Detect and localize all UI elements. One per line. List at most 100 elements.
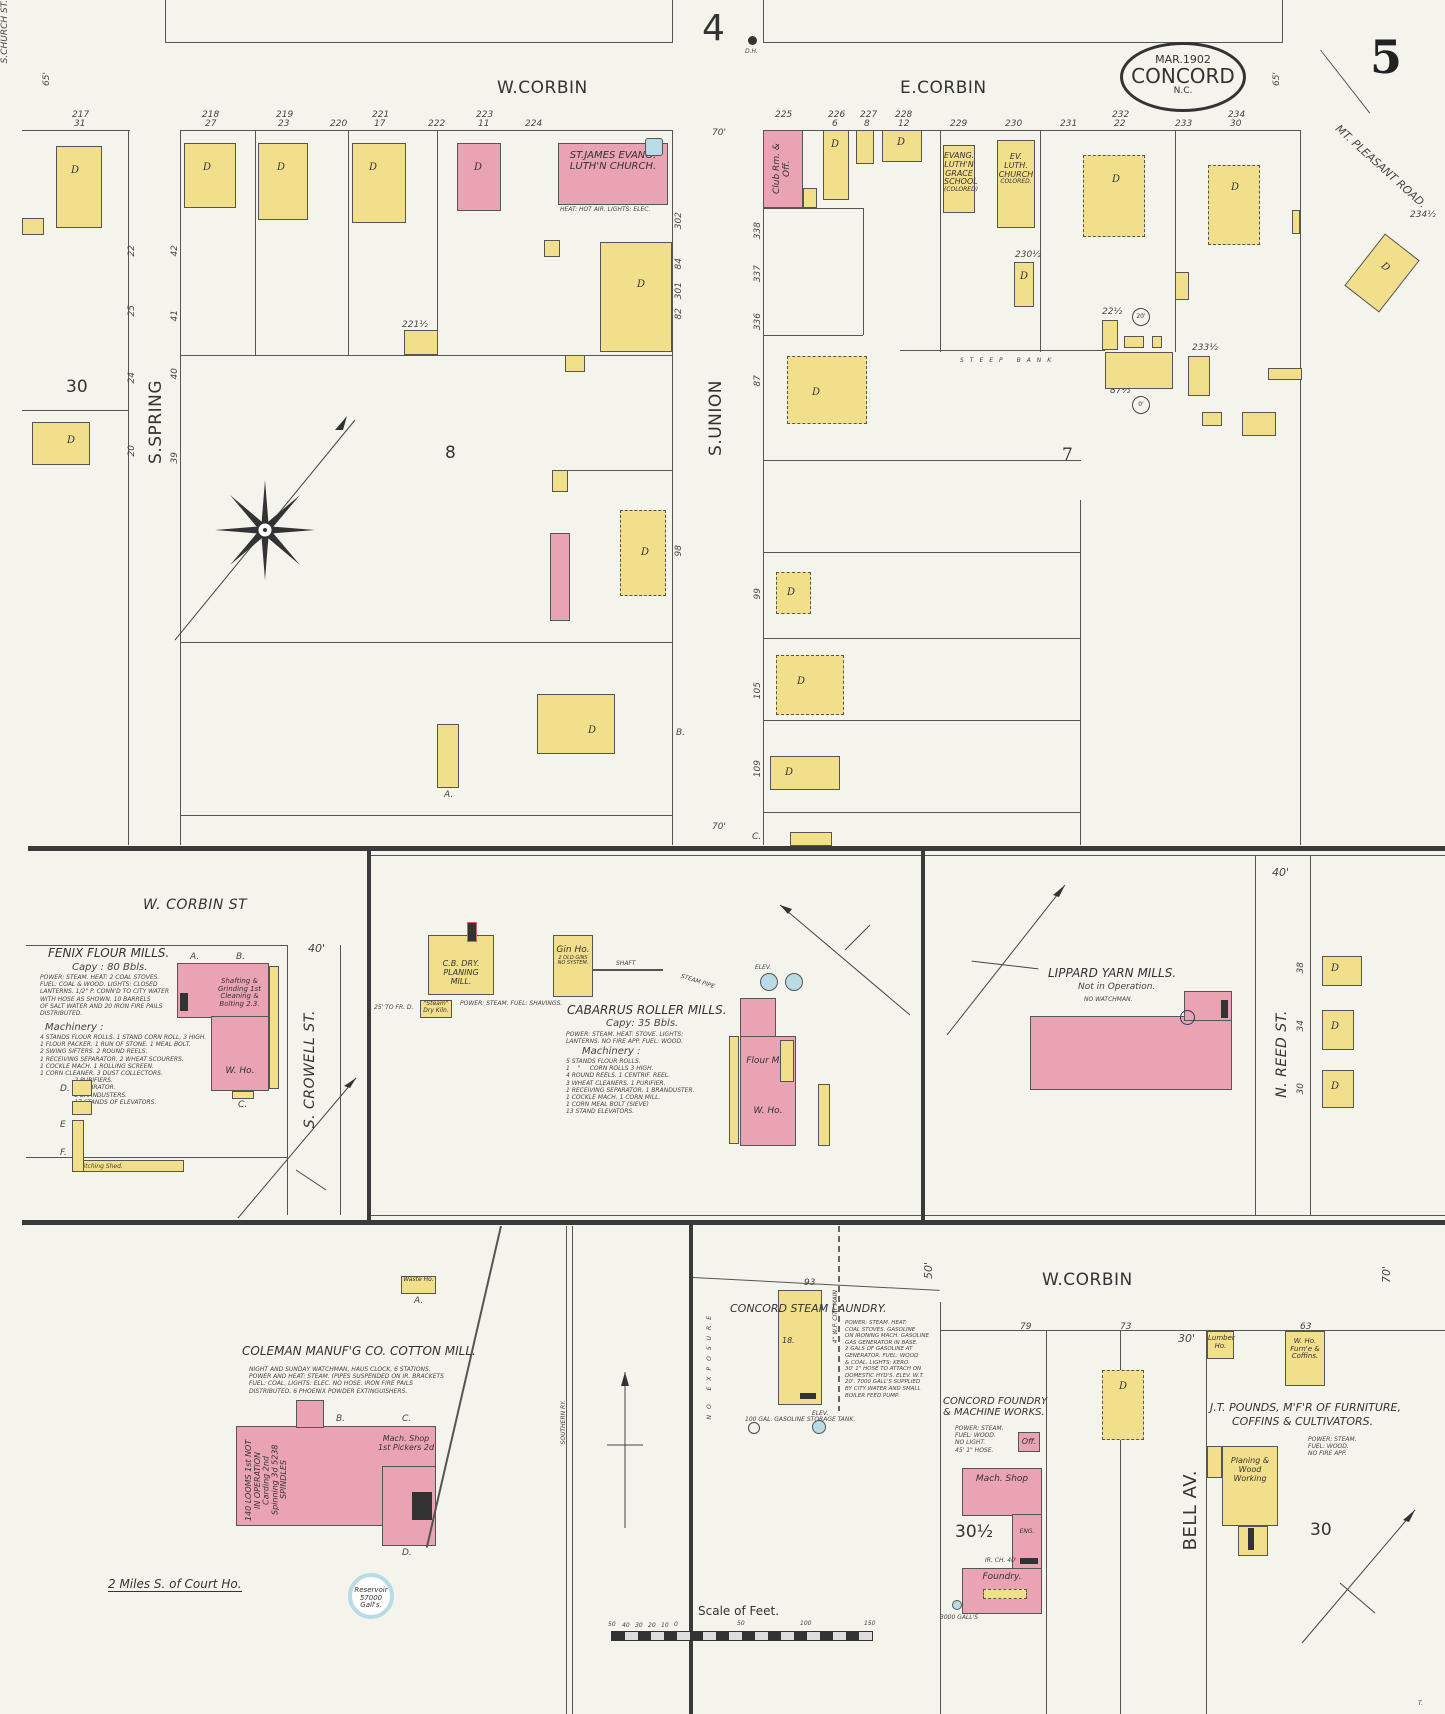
street-label-w-corbin-bottom: W.CORBIN (1042, 1270, 1133, 1290)
coleman-letter-a: A. (414, 1296, 424, 1306)
foundry-label: Foundry. (982, 1572, 1022, 1582)
pounds-title-2: COFFINS & CULTIVATORS. (1232, 1415, 1374, 1428)
dwelling: D (823, 130, 849, 200)
furniture-warehouse: W. Ho. Furn'e & Coffins. (1285, 1331, 1325, 1386)
foundry-title: CONCORD FOUNDRY & MACHINE WORKS. (943, 1396, 1048, 1418)
cistern-icon (785, 973, 803, 991)
side-number: 99 (753, 588, 763, 600)
shed (1202, 412, 1222, 426)
section-divider-h1 (28, 846, 1445, 851)
foundry-eng-label: ENG. (1019, 1528, 1035, 1535)
fenix-mill-building: Shafting & Grinding 1st Cleaning & Bolti… (177, 963, 269, 1018)
lot-line (763, 460, 1081, 461)
boiler-icon (800, 1393, 816, 1399)
st-james-note: HEAT: HOT AIR. LIGHTS: ELEC. (560, 206, 651, 213)
side-number: 38 (1296, 962, 1306, 974)
width-40-b: 40' (1272, 866, 1290, 879)
well-circle-icon: 0' (1132, 396, 1150, 414)
cb-dry-power: POWER: STEAM. FUEL: SHAVINGS. (460, 1000, 563, 1007)
cb-dry-note: 25' TO FR. D. (374, 1004, 414, 1011)
fenix-letter-f: F. (60, 1148, 67, 1158)
fenix-shed-c (232, 1091, 254, 1099)
shed (552, 470, 568, 492)
shaft-label: SHAFT (616, 960, 636, 967)
width-65-left: 65' (42, 72, 52, 86)
lippard-title: LIPPARD YARN MILLS. (1048, 966, 1177, 980)
coleman-letter-d: D. (402, 1548, 412, 1558)
shed (818, 1084, 830, 1146)
house-number: 229 (950, 119, 968, 129)
boiler-icon (412, 1492, 432, 1520)
gasoline-tank-label: 100 GAL. GASOLINE STORAGE TANK. (745, 1416, 856, 1423)
shed (1292, 210, 1300, 234)
lippard-watch: NO WATCHMAN. (1084, 996, 1133, 1003)
street-label-bell-av: BELL AV. (1180, 1470, 1201, 1551)
lot-line (180, 355, 673, 356)
street-label-w-corbin-st: W. CORBIN ST (143, 897, 248, 913)
dwelling: D (776, 572, 811, 614)
reservoir-icon: Reservoir 57000 Gall's. (348, 1573, 394, 1619)
house-number: 6 (832, 119, 838, 129)
lot-line (180, 130, 181, 845)
water-tank-icon (812, 1420, 826, 1434)
lot-line (940, 1302, 941, 1714)
scale-tick: 150 (864, 1620, 876, 1627)
fenix-hitching-shed: Hitching Shed. (72, 1160, 184, 1172)
map-date: MAR.1902 (1155, 53, 1211, 66)
lot-line (763, 335, 863, 336)
dwelling: D (770, 756, 840, 790)
lot-line (763, 130, 1301, 131)
hitching-shed-label: Hitching Shed. (79, 1163, 123, 1170)
lot-line (26, 945, 288, 946)
lot-number-73: 73 (1120, 1322, 1132, 1332)
ev-luth-church: EV. LUTH. CHURCH COLORED. (997, 140, 1035, 228)
fenix-warehouse: W. Ho. (211, 1016, 269, 1091)
side-number: 34 (1296, 1020, 1306, 1032)
stand-pipe-icon (1180, 1010, 1195, 1025)
lot-line (940, 130, 941, 352)
pounds-power: POWER: STEAM. FUEL: WOOD. NO FIRE APP. (1308, 1436, 1357, 1458)
foundry-machine-shop: Mach. Shop (962, 1468, 1042, 1516)
cb-dry-label: C.B. DRY. PLANING MILL. (442, 959, 480, 986)
house-number: 30 (1230, 119, 1242, 129)
section-frame (925, 855, 1445, 856)
fenix-shed-d (72, 1080, 92, 1096)
water-tank-icon (760, 973, 778, 991)
house-number: 228 (895, 110, 913, 120)
waste-house: Waste Ho. (401, 1276, 436, 1294)
scale-tick: 50 (737, 1620, 745, 1627)
width-70-a: 70' (712, 128, 726, 138)
fenix-warehouse-label: W. Ho. (225, 1066, 255, 1076)
lot-line (763, 552, 1081, 553)
top-right-box-left (763, 0, 764, 42)
lot-line (22, 130, 130, 131)
shed (803, 188, 817, 208)
dwelling: D (1322, 956, 1362, 986)
engine-stack-icon (467, 922, 477, 942)
scale-title: Scale of Feet. (698, 1604, 780, 1618)
dwelling: D (1208, 165, 1260, 245)
scale-tick: 100 (800, 1620, 812, 1627)
side-number: 41 (170, 310, 180, 322)
house-number: 8 (864, 119, 870, 129)
house-number: 234 (1228, 110, 1246, 120)
shed (22, 218, 44, 235)
fenix-letter-a: A. (190, 952, 200, 962)
house-number: 234½ (1410, 210, 1436, 220)
house-number: 225 (775, 110, 793, 120)
adjacent-sheet-number: 4 (702, 8, 725, 49)
grace-school-note: (COLORED) (944, 186, 979, 194)
section-divider-h2 (22, 1220, 1445, 1225)
lot-line (22, 410, 128, 411)
fenix-title: FENIX FLOUR MILLS. (48, 946, 170, 960)
dwelling: D (1322, 1010, 1354, 1050)
coleman-title: COLEMAN MANUF'G CO. COTTON MILL. (242, 1344, 476, 1358)
lot-line (1310, 855, 1311, 1215)
width-65-right: 65' (1272, 72, 1282, 86)
section-divider-v3 (689, 1225, 693, 1714)
cabarrus-machinery-title: Machinery : (582, 1046, 641, 1057)
cabarrus-machinery-list: 5 STANDS FLOUR ROLLS. 1 " CORN ROLLS 3 H… (566, 1058, 695, 1116)
stable (1102, 320, 1118, 350)
width-40-a: 40' (308, 942, 326, 955)
north-arrow-icon (779, 904, 911, 1016)
